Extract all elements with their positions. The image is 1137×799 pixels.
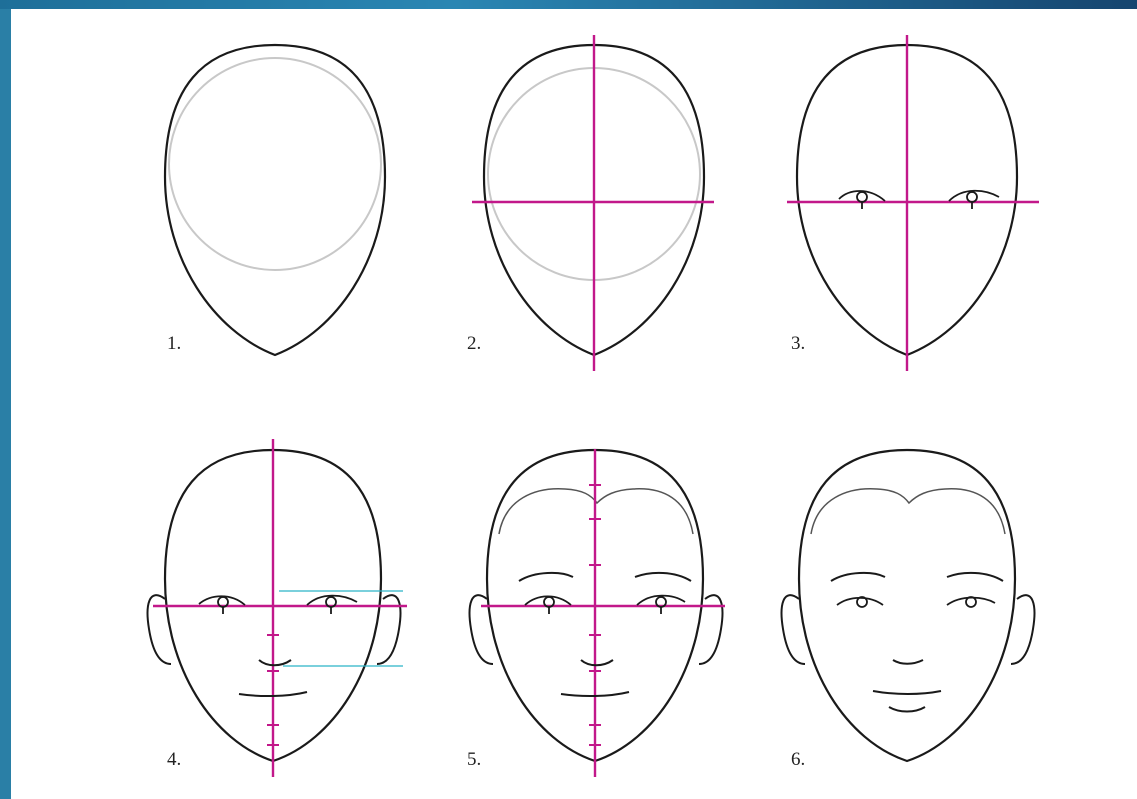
- left-eye: [837, 597, 883, 607]
- step-1-figure: [165, 45, 385, 355]
- nose: [893, 660, 923, 664]
- nose: [581, 660, 613, 665]
- left-eye: [839, 191, 885, 209]
- left-ear: [782, 595, 805, 664]
- step-label-2: 2.: [467, 333, 481, 355]
- face-drawing-steps: [11, 9, 1137, 799]
- lower-lip: [889, 707, 925, 712]
- left-eyebrow: [519, 573, 573, 581]
- step-label-1: 1.: [167, 333, 181, 355]
- step-3-figure: [787, 35, 1039, 371]
- step-6-figure: [782, 450, 1035, 761]
- mouth: [873, 691, 941, 694]
- step-label-3: 3.: [791, 333, 805, 355]
- step-2-figure: [472, 35, 714, 371]
- step-5-figure: [470, 449, 725, 777]
- guide-circle: [169, 58, 381, 270]
- step-4-figure: [148, 439, 407, 777]
- diagram-canvas: 1. 2. 3. 4. 5. 6.: [11, 9, 1137, 799]
- left-eyebrow: [831, 573, 885, 581]
- hairline: [811, 489, 1005, 534]
- right-eyebrow: [947, 573, 1003, 581]
- step-label-4: 4.: [167, 749, 181, 771]
- step-label-6: 6.: [791, 749, 805, 771]
- nose: [259, 660, 291, 665]
- right-eye: [949, 191, 999, 209]
- right-eyebrow: [635, 573, 691, 581]
- step-label-5: 5.: [467, 749, 481, 771]
- right-eye: [947, 597, 995, 607]
- top-band: [0, 0, 1137, 9]
